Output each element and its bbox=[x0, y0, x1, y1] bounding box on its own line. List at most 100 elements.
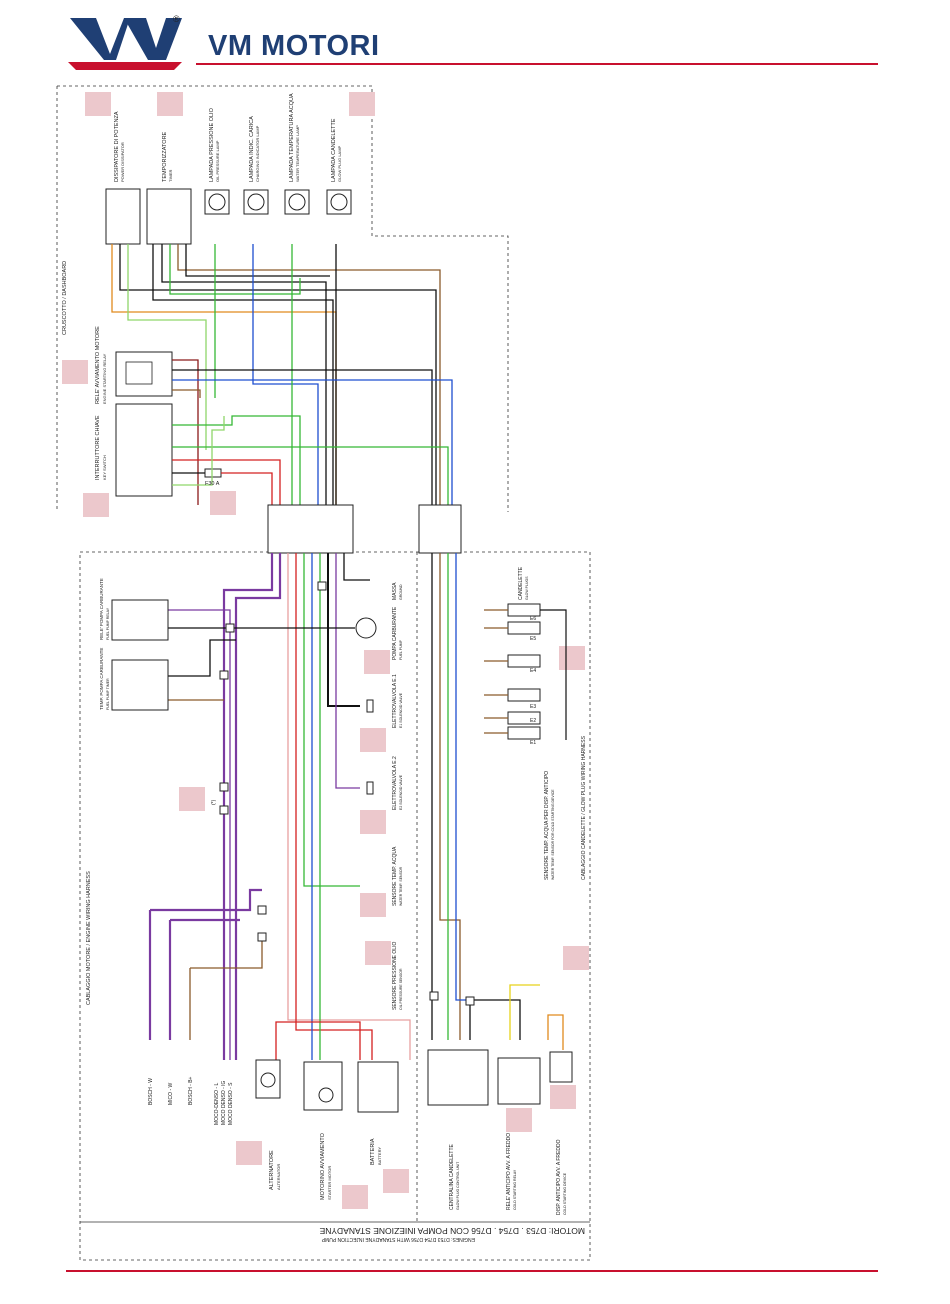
oil-sensor-label-en: OIL PRESSURE SENSOR bbox=[399, 968, 403, 1010]
dashboard-lamps bbox=[204, 189, 352, 215]
glow-connector bbox=[418, 504, 462, 554]
glow-title: CABLAGGIO CANDELETTE / GLOW PLUG WIRING … bbox=[581, 735, 587, 880]
marker bbox=[365, 941, 391, 965]
glow-plug-e5: E5 bbox=[530, 636, 536, 642]
fuel-pump-timer bbox=[111, 659, 169, 711]
fuel-pump-motor bbox=[355, 617, 377, 639]
marker bbox=[236, 1141, 262, 1165]
relay-label-en: ENGINE STARTING RELAY bbox=[102, 353, 107, 404]
dashboard-comp-4-en: CHARGING INDICATOR LAMP bbox=[255, 125, 260, 182]
glow-plug-e1: E1 bbox=[530, 740, 536, 746]
ground-label-en: GROUND bbox=[399, 584, 403, 600]
alt-option-3: BOSCH - B+ bbox=[188, 1076, 194, 1105]
engine-components bbox=[111, 599, 573, 1113]
cold-device-label-en: COLD STARTING DEVICE bbox=[563, 1172, 567, 1215]
dashboard-comp-5-en: WATER TEMPERATURE LAMP bbox=[295, 125, 300, 182]
marker bbox=[506, 1108, 532, 1132]
control-unit-label-en: GLOW PLUG CONTROL UNIT bbox=[456, 1161, 460, 1210]
marker bbox=[360, 893, 386, 917]
footer-subtitle: ENGINES: D753 D754 D756 WITH STANADYNE I… bbox=[321, 1236, 475, 1242]
ground-label: MASSA bbox=[392, 582, 398, 600]
water-sensor-label-en: WATER TEMP. SENSOR bbox=[399, 866, 403, 906]
glow-plug-wires bbox=[484, 609, 567, 740]
alt-option-6: MOCO DENSO - S bbox=[228, 1082, 234, 1125]
dashboard-frame bbox=[57, 85, 509, 512]
marker bbox=[383, 1169, 409, 1193]
dashboard-comp-2-en: TIMER bbox=[168, 169, 173, 182]
marker bbox=[342, 1185, 368, 1209]
cold-relay-label-en: COLD STARTING RELAY bbox=[513, 1169, 517, 1210]
engine-title: CABLAGGIO MOTORE / ENGINE WIRING HARNESS bbox=[86, 871, 92, 1005]
fuel-pump-relay bbox=[111, 599, 169, 641]
lamp-icon bbox=[208, 193, 226, 211]
battery-label: BATTERIA bbox=[370, 1138, 376, 1165]
dashboard-title: CRUSCOTTO / DASHBOARD bbox=[62, 261, 68, 335]
vm-logo bbox=[68, 18, 182, 70]
fuse-label: F30 A bbox=[205, 481, 220, 487]
marker bbox=[210, 491, 236, 515]
starter-label-en: STARTER MOTOR bbox=[327, 1166, 332, 1200]
engine-wires bbox=[148, 553, 564, 1060]
battery-label-en: BATTERY bbox=[377, 1147, 382, 1165]
marker bbox=[360, 728, 386, 752]
timer bbox=[146, 188, 192, 245]
position-markers bbox=[62, 92, 589, 1209]
dashboard-comp-3: LAMPADA PRESSIONE OLIO bbox=[209, 107, 215, 182]
solenoid-e1 bbox=[366, 699, 374, 713]
starter-icon bbox=[318, 1087, 334, 1103]
marker bbox=[559, 646, 585, 670]
glow-plug-e6: E6 bbox=[530, 616, 536, 622]
solenoid-e2 bbox=[366, 781, 374, 795]
battery-box bbox=[357, 1061, 399, 1113]
marker bbox=[364, 650, 390, 674]
solenoid-2-label: ELETTROVALVOLA E.2 bbox=[392, 756, 398, 810]
labels: CRUSCOTTO / DASHBOARD DISSIPATORE DI POT… bbox=[62, 93, 587, 1242]
key-switch bbox=[115, 403, 173, 497]
marker bbox=[179, 787, 205, 811]
water-sensor-label: SENSORE TEMP. ACQUA bbox=[392, 846, 398, 906]
alternator-label: ALTERNATORE bbox=[269, 1150, 275, 1190]
dashboard-comp-1-en: POWER DISSIPATOR bbox=[120, 142, 125, 182]
alternator-label-en: ALTERNATOR bbox=[276, 1164, 281, 1190]
dashboard-comp-6: LAMPADA CANDELETTE bbox=[331, 118, 337, 182]
page-header: ® VM MOTORI bbox=[0, 0, 950, 80]
alt-option-1: BOSCH - W bbox=[148, 1078, 154, 1105]
glow-plug-e2: E2 bbox=[530, 718, 536, 724]
fuse bbox=[204, 468, 222, 478]
cold-starting-relay bbox=[497, 1057, 541, 1105]
solenoid-1-label: ELETTROVALVOLA E.1 bbox=[392, 674, 398, 728]
alt-option-5: MOCO DENSO - IG bbox=[221, 1080, 227, 1125]
glow-plug-e4: E4 bbox=[530, 668, 536, 674]
registered-mark: ® bbox=[173, 14, 180, 24]
cold-starting-device bbox=[549, 1051, 573, 1083]
power-dissipator bbox=[105, 188, 141, 245]
alternator-icon bbox=[260, 1072, 276, 1088]
fuel-pump-label: POMPA CARBURANTE bbox=[392, 606, 398, 660]
dashboard-comp-1: DISSIPATORE DI POTENZA bbox=[114, 111, 120, 182]
fuel-pump-timer-label-en: FUEL PUMP TIMER bbox=[106, 678, 110, 710]
brand-name: VM MOTORI bbox=[208, 30, 380, 62]
relay-label: RELE' AVVIAMENTO MOTORE bbox=[95, 326, 101, 404]
fuel-pump-relay-label: RELE' POMPA CARBURANTE bbox=[99, 578, 104, 640]
oil-sensor-label: SENSORE PRESSIONE OLIO bbox=[392, 942, 398, 1010]
starter-label: MOTORINO AVVIAMENTO bbox=[320, 1132, 326, 1200]
fuel-pump-timer-label: TEMP. POMPA CARBURANTE bbox=[99, 648, 104, 710]
marker bbox=[563, 946, 589, 970]
note-label: (*) bbox=[211, 799, 217, 805]
footer-title: MOTORI: D753 . D754 . D756 CON POMPA INI… bbox=[319, 1226, 585, 1236]
solenoid-1-label-en: E1 SOLENOID VALVE bbox=[399, 692, 403, 728]
marker bbox=[550, 1085, 576, 1109]
alt-option-2: MICO - W bbox=[168, 1083, 174, 1105]
solenoid-2-label-en: E2 SOLENOID VALVE bbox=[399, 774, 403, 810]
alt-option-4: MOCO-DENSO - L bbox=[214, 1083, 220, 1125]
footer-rule bbox=[66, 1270, 878, 1272]
marker bbox=[157, 92, 183, 116]
header-rule bbox=[196, 63, 878, 65]
cold-sensor-label-en: WATER TEMP. SENSOR FOR COLD STARTING DEV… bbox=[551, 789, 555, 880]
dashboard-comp-2: TEMPORIZZATORE bbox=[162, 131, 168, 182]
lamp-icon bbox=[288, 193, 306, 211]
glow-plug-e3: E3 bbox=[530, 704, 536, 710]
control-unit-label: CENTRALINA CANDELETTE bbox=[449, 1143, 455, 1210]
fuel-pump-label-en: FUEL PUMP bbox=[399, 639, 403, 660]
